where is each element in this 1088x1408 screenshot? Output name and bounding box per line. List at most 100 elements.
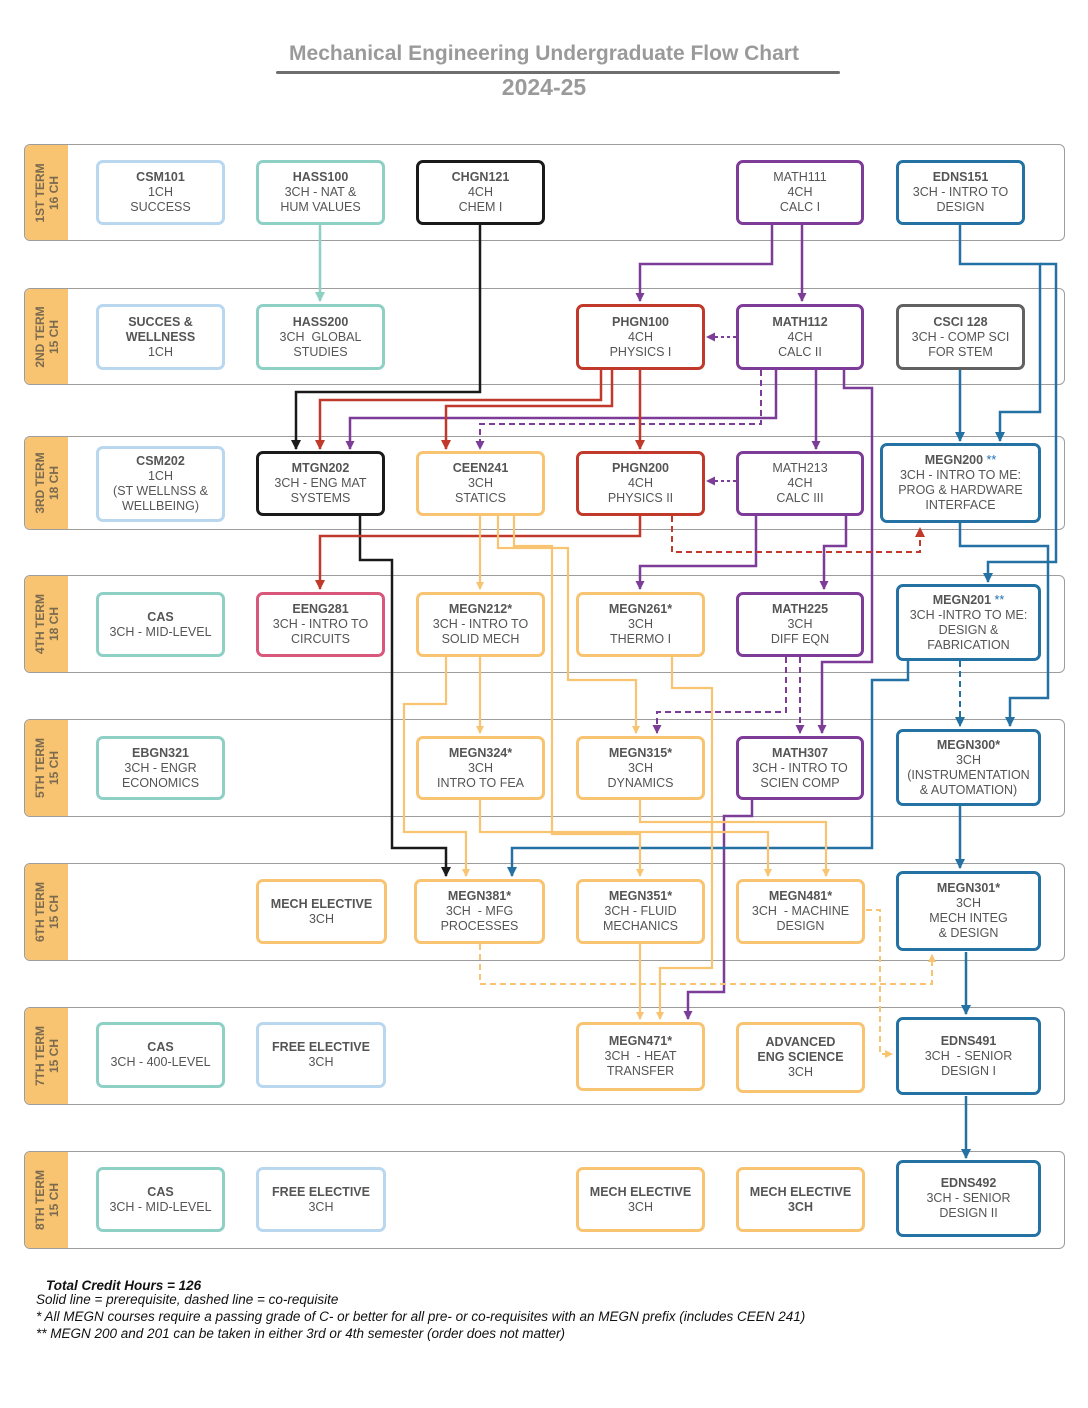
- course-edns491[interactable]: EDNS491 3CH - SENIOR DESIGN I: [896, 1017, 1041, 1095]
- arrow-mtgn202-megn381: [358, 516, 451, 877]
- course-free-elective-8[interactable]: FREE ELECTIVE 3CH: [256, 1167, 386, 1232]
- course-edns151[interactable]: EDNS151 3CH - INTRO TO DESIGN: [896, 160, 1025, 225]
- course-title: PROCESSES: [440, 919, 519, 933]
- course-code: HASS200: [292, 314, 349, 329]
- course-code: MEGN201: [932, 592, 992, 607]
- course-eeng281[interactable]: EENG281 3CH - INTRO TO CIRCUITS: [256, 592, 385, 657]
- course-code: SUCCES & WELLNESS: [125, 314, 196, 344]
- course-credits: 3CH -INTRO TO ME:: [909, 607, 1028, 622]
- course-code-row: MEGN201 **: [933, 593, 1005, 608]
- course-credits: 3CH: [955, 896, 981, 910]
- course-math307[interactable]: MATH307 3CH - INTRO TO SCIEN COMP: [736, 736, 864, 800]
- arrow-ceen241-megn315: [496, 516, 640, 734]
- course-free-elective-7[interactable]: FREE ELECTIVE 3CH: [256, 1022, 386, 1088]
- course-mech-elective-8b[interactable]: MECH ELECTIVE 3CH: [736, 1167, 865, 1232]
- course-math213[interactable]: MATH213 4CH CALC III: [736, 451, 864, 516]
- arrow-phgn200-megn200: [671, 516, 925, 553]
- course-megn351[interactable]: MEGN351* 3CH - FLUID MECHANICS: [576, 879, 705, 944]
- course-title: STUDIES: [293, 344, 348, 359]
- course-credits: 3CH: [627, 1199, 653, 1214]
- course-credits: 3CH - INTRO TO: [272, 617, 369, 631]
- course-hass200[interactable]: HASS200 3CH GLOBAL STUDIES: [256, 304, 385, 370]
- course-success-wellness[interactable]: SUCCES & WELLNESS 1CH: [96, 304, 225, 370]
- course-mtgn202[interactable]: MTGN202 3CH - ENG MAT SYSTEMS: [256, 451, 385, 516]
- course-code: MEGN261*: [608, 602, 673, 616]
- course-megn200[interactable]: MEGN200 ** 3CH - INTRO TO ME: PROG & HAR…: [880, 443, 1041, 523]
- course-megn261[interactable]: MEGN261* 3CH THERMO I: [576, 592, 705, 657]
- course-megn471[interactable]: MEGN471* 3CH - HEAT TRANSFER: [576, 1022, 705, 1091]
- course-title: (ST WELLNSS & WELLBEING): [113, 484, 208, 513]
- course-title: SYSTEMS: [290, 491, 351, 505]
- course-megn481[interactable]: MEGN481* 3CH - MACHINE DESIGN: [736, 879, 865, 944]
- course-credits: 1CH: [147, 469, 173, 483]
- course-cas-7[interactable]: CAS 3CH - 400-LEVEL: [96, 1022, 225, 1088]
- course-title: STATICS: [455, 491, 506, 505]
- course-credits: 3CH: [627, 760, 653, 775]
- course-title: PROG & HARDWARE INTERFACE: [898, 483, 1023, 512]
- course-title: PHYSICS I: [609, 344, 672, 359]
- course-math111[interactable]: MATH111 4CH CALC I: [736, 160, 864, 225]
- course-code: CSM202: [136, 454, 185, 468]
- course-csm101[interactable]: CSM101 1CH SUCCESS: [96, 160, 225, 225]
- course-code: ADVANCED ENG SCIENCE: [757, 1035, 844, 1064]
- course-code: CAS: [147, 1040, 174, 1054]
- course-code: PHGN100: [612, 314, 669, 329]
- course-credits: 3CH: [955, 752, 981, 767]
- course-megn381[interactable]: MEGN381* 3CH - MFG PROCESSES: [414, 879, 545, 944]
- course-advanced-eng-science[interactable]: ADVANCED ENG SCIENCE 3CH: [736, 1022, 865, 1093]
- course-chgn121[interactable]: CHGN121 4CH CHEM I: [416, 160, 545, 225]
- arrow-math225-megn315: [652, 657, 787, 734]
- course-cas-8[interactable]: CAS 3CH - MID-LEVEL: [96, 1167, 225, 1232]
- course-credits: 3CH: [308, 911, 334, 926]
- course-megn300[interactable]: MEGN300* 3CH (INSTRUMENTATION & AUTOMATI…: [896, 729, 1041, 806]
- course-credits: 3CH - 400-LEVEL: [110, 1055, 211, 1069]
- term-label-8: 8TH TERM 15 CH: [25, 1152, 68, 1248]
- page-subtitle: 2024-25: [501, 74, 587, 100]
- course-credits: 3CH: [787, 1065, 813, 1079]
- course-mech-elective-8a[interactable]: MECH ELECTIVE 3CH: [576, 1167, 705, 1232]
- course-cas-4[interactable]: CAS 3CH - MID-LEVEL: [96, 592, 225, 657]
- course-megn301[interactable]: MEGN301* 3CH MECH INTEG & DESIGN: [896, 871, 1041, 951]
- course-title: CALC I: [779, 200, 821, 214]
- line-legend: Solid line = prerequisite, dashed line =…: [36, 1292, 339, 1307]
- arrow-math213-megn261: [635, 516, 758, 590]
- course-megn324[interactable]: MEGN324* 3CH INTRO TO FEA: [416, 736, 545, 800]
- course-credits: 3CH - SENIOR: [926, 1191, 1011, 1205]
- course-phgn100[interactable]: PHGN100 4CH PHYSICS I: [576, 304, 705, 370]
- course-credits: 4CH: [467, 185, 493, 199]
- course-credits: 3CH - ENGR: [124, 760, 197, 775]
- course-ceen241[interactable]: CEEN241 3CH STATICS: [416, 451, 545, 516]
- course-megn315[interactable]: MEGN315* 3CH DYNAMICS: [576, 736, 705, 800]
- course-credits: 3CH - NAT &: [284, 185, 357, 199]
- course-title: SUCCESS: [130, 200, 191, 214]
- course-title: CHEM I: [458, 200, 503, 214]
- course-megn212[interactable]: MEGN212* 3CH - INTRO TO SOLID MECH: [416, 592, 545, 657]
- course-csci128[interactable]: CSCI 128 3CH - COMP SCI FOR STEM: [896, 304, 1025, 370]
- course-title: DIFF EQN: [770, 632, 830, 646]
- course-title: DESIGN: [776, 919, 825, 933]
- course-title: THERMO I: [609, 632, 672, 646]
- course-code: MEGN471*: [608, 1034, 673, 1048]
- course-phgn200[interactable]: PHGN200 4CH PHYSICS II: [576, 451, 705, 516]
- course-title: SCIEN COMP: [760, 775, 840, 790]
- course-credits: 1CH: [147, 344, 173, 359]
- course-code: MATH307: [771, 745, 829, 760]
- course-credits: 4CH: [787, 329, 813, 344]
- course-edns492[interactable]: EDNS492 3CH - SENIOR DESIGN II: [896, 1160, 1041, 1237]
- course-megn201[interactable]: MEGN201 ** 3CH -INTRO TO ME: DESIGN & FA…: [896, 584, 1041, 661]
- course-code: MECH ELECTIVE: [749, 1184, 852, 1199]
- course-math112[interactable]: MATH112 4CH CALC II: [736, 304, 864, 370]
- title-divider: [276, 71, 840, 74]
- course-hass100[interactable]: HASS100 3CH - NAT & HUM VALUES: [256, 160, 385, 225]
- course-math225[interactable]: MATH225 3CH DIFF EQN: [736, 592, 864, 657]
- course-mech-elective-6[interactable]: MECH ELECTIVE 3CH: [256, 879, 387, 944]
- course-ebgn321[interactable]: EBGN321 3CH - ENGR ECONOMICS: [96, 736, 225, 800]
- course-title: DESIGN: [936, 200, 985, 214]
- arrow-phgn100-ceen241: [441, 370, 614, 450]
- course-title: DESIGN I: [941, 1063, 996, 1078]
- course-title: ECONOMICS: [121, 775, 200, 790]
- term-label-7: 7TH TERM 15 CH: [25, 1008, 68, 1104]
- course-csm202[interactable]: CSM202 1CH (ST WELLNSS & WELLBEING): [96, 446, 225, 522]
- course-title: TRANSFER: [606, 1064, 675, 1078]
- course-credits: 3CH - MID-LEVEL: [109, 624, 212, 639]
